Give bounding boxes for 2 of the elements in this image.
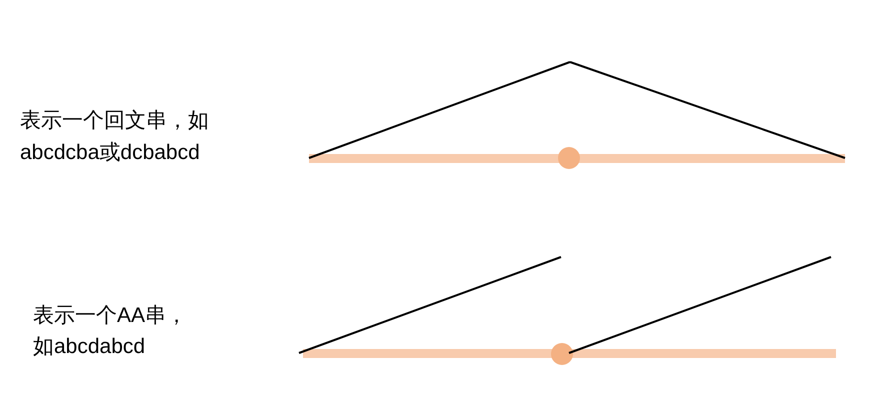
description-text: 表示一个AA串，如abcdabcd: [33, 303, 188, 360]
description-text: 表示一个回文串，如abcdcba或dcbabcd: [20, 108, 210, 166]
